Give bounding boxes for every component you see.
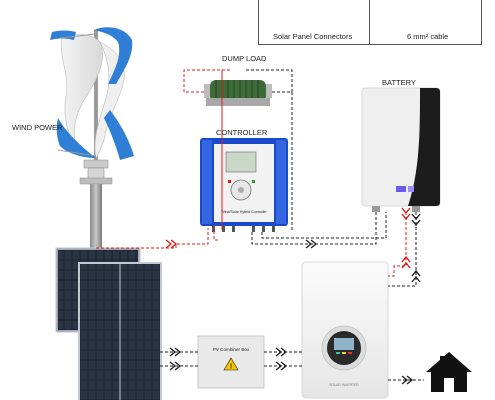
- ac-wind-line: [96, 226, 218, 249]
- battery-label: BATTERY: [382, 78, 416, 87]
- dump-load-label: DUMP LOAD: [222, 54, 267, 63]
- wind-turbine: [50, 27, 134, 250]
- pv-combiner-box: PV Combiner Box !: [197, 335, 265, 389]
- battery: [361, 87, 441, 212]
- dump-load-resistor: [204, 80, 272, 106]
- inset-left-caption: Solar Panel Connectors: [273, 32, 353, 41]
- inset-panel: Solar Panel Connectors 6 mm² cable: [258, 0, 482, 45]
- warning-icon: !: [223, 357, 239, 371]
- solar-panels: [55, 247, 162, 400]
- dump-load-lines: [183, 69, 293, 230]
- home-icon: [426, 352, 472, 392]
- battery-lines: [251, 212, 417, 287]
- hybrid-controller: Wind/Solar Hybrid Controller: [200, 138, 288, 232]
- solar-inverter: SOLAR INVERTER: [301, 261, 389, 399]
- controller-label: CONTROLLER: [216, 128, 268, 137]
- combiner-label: PV Combiner Box: [213, 347, 250, 352]
- controller-panel-text: Wind/Solar Hybrid Controller: [221, 210, 267, 214]
- svg-text:!: !: [230, 364, 232, 371]
- flow-arrows: [165, 207, 421, 385]
- inset-right-caption: 6 mm² cable: [407, 32, 449, 41]
- wind-power-label: WIND POWER: [12, 123, 63, 132]
- inverter-brand-text: SOLAR INVERTER: [329, 383, 359, 387]
